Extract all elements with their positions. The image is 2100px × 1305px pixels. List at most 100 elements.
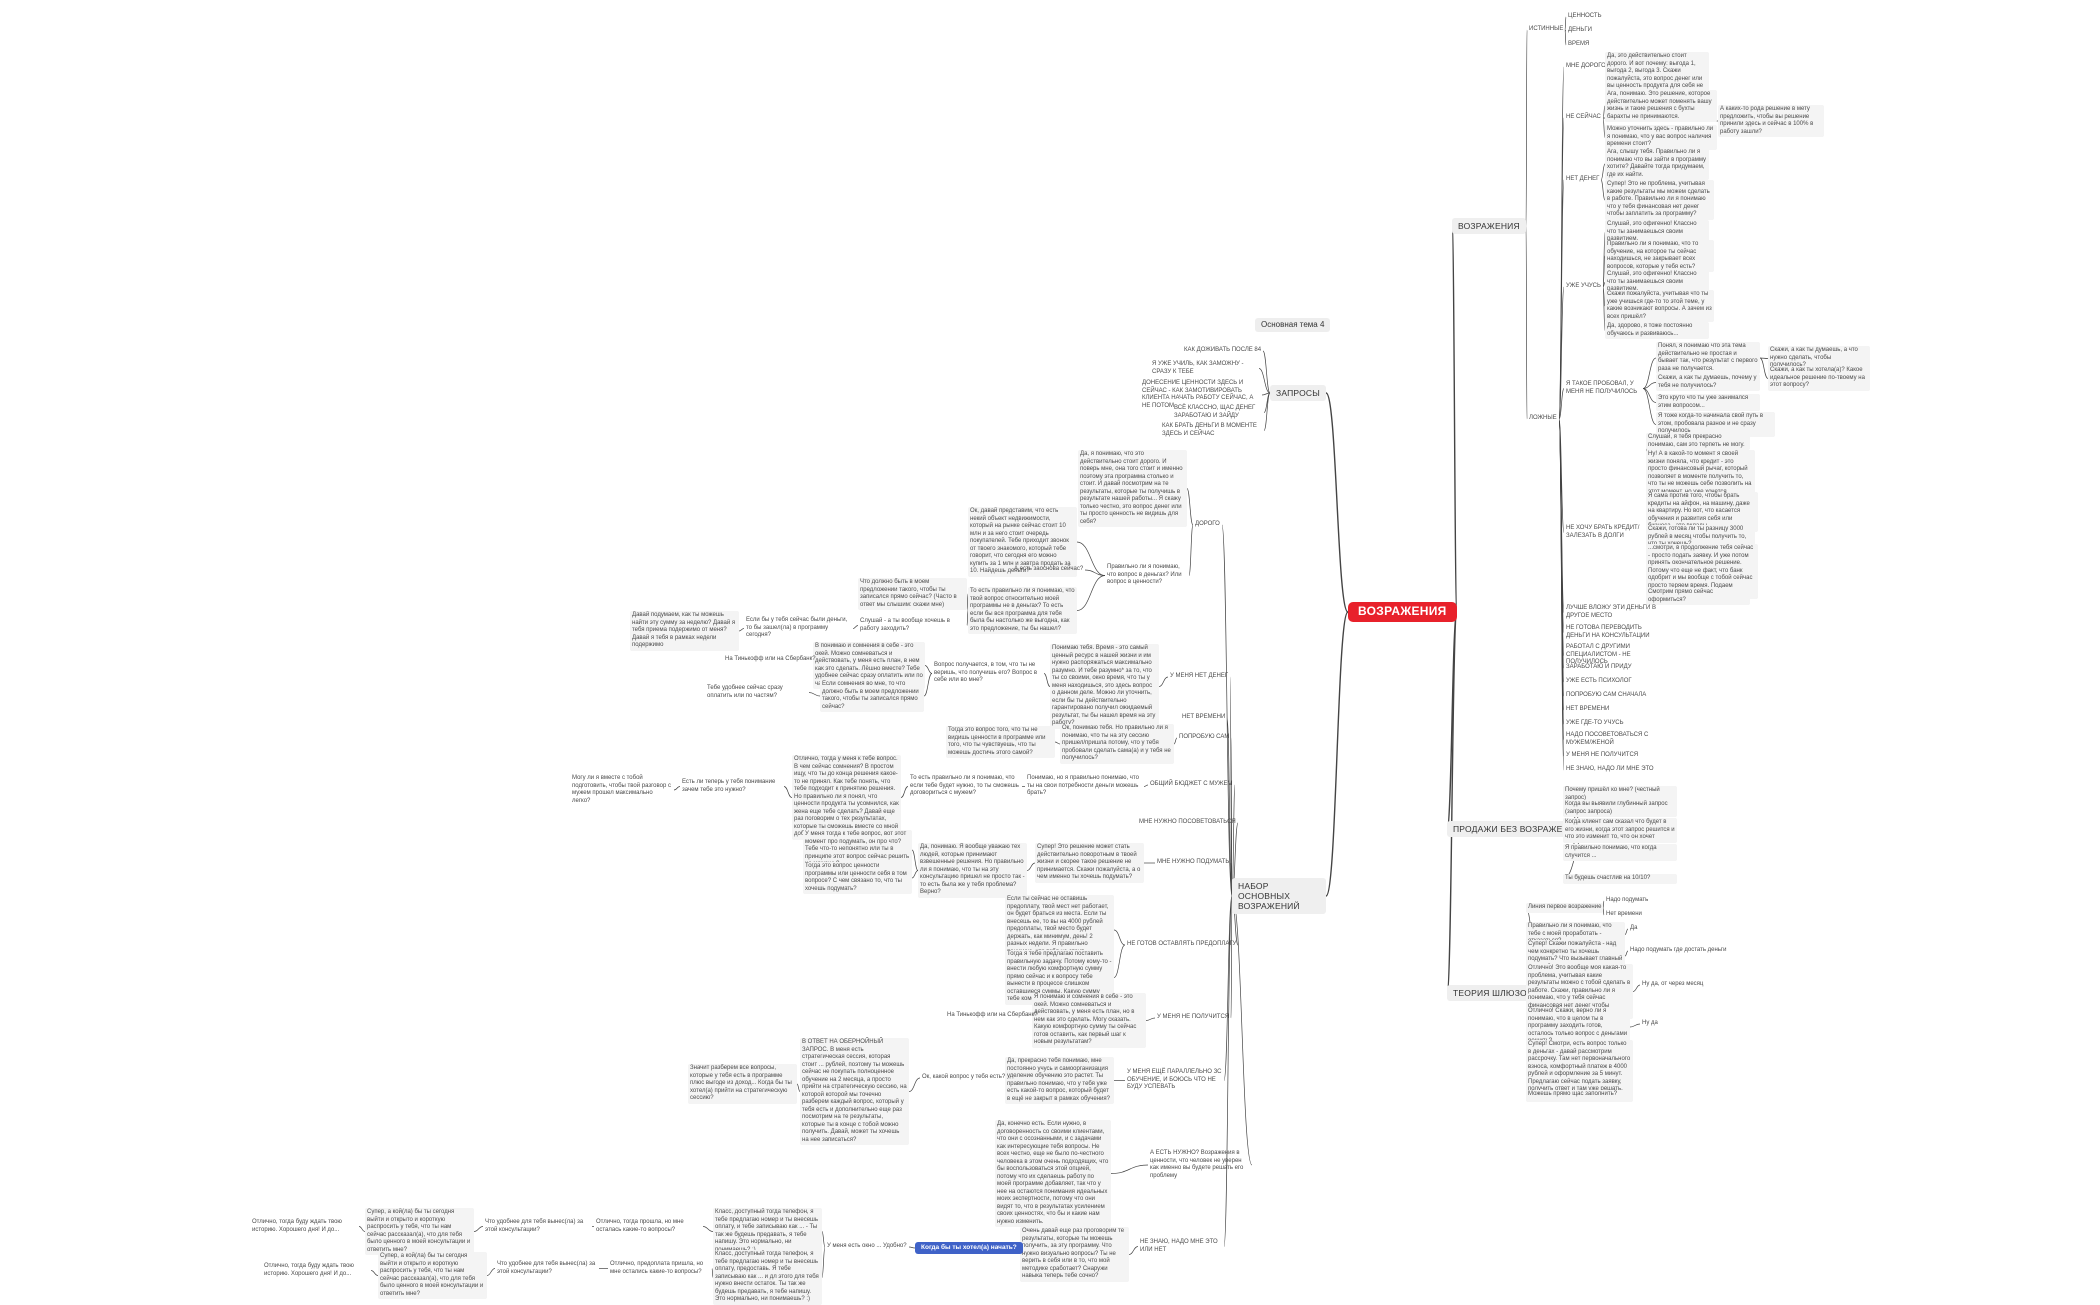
node-g1[interactable]: Линия первое возражение: [1526, 903, 1604, 913]
node-main-set[interactable]: НАБОР ОСНОВНЫХ ВОЗРАЖЕНИЙ: [1232, 878, 1326, 914]
node-q2[interactable]: Я УЖЕ УЧИЛЬ, КАК ЗАМОЖНУ - СРАЗУ К ТЕБЕ: [1152, 361, 1244, 375]
node-w-a5[interactable]: Супер, а кой(ла) бы ты сегодня выйти и о…: [365, 1208, 474, 1255]
node-w-a4[interactable]: Что удобнее для тебя вынес(ла) за этой к…: [485, 1219, 584, 1233]
node-nomoney-a1[interactable]: Ага, слышу тебя. Правильно ли я понимаю …: [1605, 148, 1709, 180]
node-notnow[interactable]: НЕ СЕЙЧАС: [1566, 114, 1601, 120]
node-g1b[interactable]: Нет времени: [1606, 911, 1642, 917]
node-exp-a6[interactable]: Что должно быть в моем предложении таког…: [858, 578, 967, 610]
node-f11[interactable]: НЕ ЗНАЮ, НАДО ЛИ МНЕ ЭТО: [1566, 766, 1654, 772]
node-f7[interactable]: НЕТ ВРЕМЕНИ: [1566, 706, 1610, 712]
node-g5[interactable]: Отлично! Скажи, верно ли я понимаю, что …: [1526, 1007, 1630, 1047]
central-topic[interactable]: ВОЗРАЖЕНИЯ: [1348, 602, 1457, 622]
node-notnow-a2[interactable]: Можно уточнить здесь - правильно ли я по…: [1605, 125, 1717, 150]
node-wontwork[interactable]: У МЕНЯ НЕ ПОЛУЧИТСЯ: [1157, 1014, 1230, 1020]
node-credit-a2[interactable]: Ну! А в какой-то момент я своей жизни по…: [1646, 450, 1755, 497]
node-parallel[interactable]: У МЕНЯ ЕЩЁ ПАРАЛЛЕЛЬНО ЗС ОБУЧЕНИЕ, И БО…: [1127, 1069, 1222, 1090]
node-self-a1[interactable]: Ок, понимаю тебя. Но правильно ли я пони…: [1060, 724, 1174, 764]
node-tried-a1[interactable]: Понял, я понимаю что эта тема действител…: [1656, 342, 1760, 374]
node-f10[interactable]: У МЕНЯ НЕ ПОЛУЧИТСЯ: [1566, 752, 1639, 758]
node-tried[interactable]: Я ТАКОЕ ПРОБОВАЛ, У МЕНЯ НЕ ПОЛУЧИЛОСЬ: [1566, 381, 1638, 395]
node-think[interactable]: МНЕ НУЖНО ПОДУМАТЬ: [1157, 859, 1230, 865]
node-studying-a5[interactable]: Да, здорово, я тоже постоянно обучаюсь и…: [1605, 322, 1709, 339]
node-f9[interactable]: НАДО ПОСОВЕТОВАТЬСЯ С МУЖЕМ/ЖЕНОЙ: [1566, 732, 1649, 746]
node-w-a1[interactable]: У меня есть окно ... Удобно?: [827, 1243, 907, 1249]
node-ww-a2[interactable]: На Тинькофф или на Сбербанк?: [947, 1012, 1038, 1018]
node-exp-a9[interactable]: Давай подумаем, как ты можешь найти эту …: [630, 611, 739, 651]
node-w-a8[interactable]: Отлично, предоплата пришла, но мне остал…: [610, 1261, 704, 1275]
node-w-a6[interactable]: Отлично, тогда буду ждать твою историю. …: [252, 1219, 342, 1233]
node-expensive[interactable]: ДОРОГО: [1195, 521, 1220, 527]
node-exp-a3[interactable]: А есть заоснова сейчас?: [1014, 566, 1084, 572]
node-think-a1[interactable]: Супер! Это решение может стать действите…: [1035, 843, 1144, 883]
node-f1[interactable]: ЛУЧШЕ ВЛОЖУ ЭТИ ДЕНЬГИ В ДРУГОЕ МЕСТО: [1566, 605, 1656, 619]
node-ww-a1[interactable]: Я понимаю и сомнения в себе - это окей. …: [1032, 993, 1146, 1048]
node-s4[interactable]: Я правильно понимаю, что когда случится …: [1563, 844, 1677, 861]
node-f6[interactable]: ПОПРОБУЮ САМ СНАЧАЛА: [1566, 692, 1647, 698]
node-nm-a6[interactable]: Тебе удобнее сейчас сразу оплатить или п…: [707, 685, 783, 699]
node-sales[interactable]: ПРОДАЖИ БЕЗ ВОЗРАЖЕНИЙ: [1447, 821, 1588, 837]
floating-topic[interactable]: Основная тема 4: [1255, 318, 1331, 332]
node-g4a[interactable]: Ну да, от через месяц: [1642, 981, 1704, 987]
node-credit-a6[interactable]: Смотрим прямо сейчас оформиться?: [1646, 588, 1750, 605]
node-s1[interactable]: Почему пришёл ко мне? (честный запрос): [1563, 786, 1677, 803]
node-dk2[interactable]: НЕ ЗНАЮ, НАДО МНЕ ЭТО ИЛИ НЕТ: [1140, 1239, 1218, 1253]
node-q4[interactable]: ВСЁ КЛАССНО, ЩАС ДЕНЕГ ЗАРАБОТАЮ И ЗАЙДУ: [1174, 405, 1256, 419]
node-f3[interactable]: РАБОТАЛ С ДРУГИМИ СПЕЦИАЛИСТОМ - НЕ ПОЛУ…: [1566, 644, 1631, 665]
node-objections[interactable]: ВОЗРАЖЕНИЯ: [1452, 218, 1526, 234]
node-nomoney2[interactable]: У МЕНЯ НЕТ ДЕНЕГ: [1170, 673, 1229, 679]
node-think-a2[interactable]: Да, понимаю. Я вообще уважаю тех людей, …: [918, 843, 1027, 898]
node-self-a2[interactable]: Тогда это вопрос того, что ты не видишь …: [946, 726, 1055, 758]
node-exp-a7[interactable]: Слушай - а ты вообще хочешь в работу зах…: [860, 618, 950, 632]
node-par-a1[interactable]: Да, прекрасно тебя понимаю, мне постоянн…: [1005, 1057, 1114, 1104]
node-w-a11[interactable]: Отлично, тогда буду ждать твою историю. …: [264, 1263, 354, 1277]
node-f5[interactable]: УЖЕ ЕСТЬ ПСИХОЛОГ: [1566, 678, 1632, 684]
node-credit[interactable]: НЕ ХОЧУ БРАТЬ КРЕДИТ/ЗАЛЕЗАТЬ В ДОЛГИ: [1566, 525, 1640, 539]
node-notnow-a3[interactable]: А каких-то рода решение в мету предложит…: [1718, 105, 1824, 137]
node-notnow-a1[interactable]: Ага, понимаю. Это решение, которое дейст…: [1605, 90, 1717, 122]
node-credit-a1[interactable]: Слушай, я тебя прекрасно понимаю, сам эт…: [1646, 433, 1750, 450]
node-t2[interactable]: ДЕНЬГИ: [1568, 27, 1592, 33]
node-w-a7[interactable]: Класс, доступный тогда телефон, я тебе п…: [713, 1250, 822, 1305]
node-q1[interactable]: КАК ДОЖИВАТЬ ПОСЛЕ 84: [1184, 347, 1262, 353]
node-w-a10[interactable]: Супер, а кой(ла) бы ты сегодня выйти и о…: [378, 1252, 487, 1299]
node-exp-a4[interactable]: Правильно ли я понимаю, что вопрос в ден…: [1107, 564, 1182, 585]
node-q3[interactable]: ДОНЕСЕНИЕ ЦЕННОСТИ ЗДЕСЬ И СЕЙЧАС - КАК …: [1142, 380, 1254, 409]
node-s5[interactable]: Ты будешь счастлив на 10/10?: [1563, 874, 1677, 884]
node-g5a[interactable]: Ну да: [1642, 1020, 1658, 1026]
node-exp-a2[interactable]: Ок, давай представим, что есть некий объ…: [968, 507, 1077, 577]
node-false-obj[interactable]: ЛОЖНЫЕ: [1529, 415, 1557, 421]
node-nm-a5[interactable]: На Тинькофф или на Сбербанк?: [725, 656, 816, 662]
node-nm-a4[interactable]: Если сомнения во мне, то что должно быть…: [820, 680, 924, 712]
node-h-a2[interactable]: То есть правильно ли я понимаю, что если…: [910, 775, 1019, 796]
node-nomoney[interactable]: НЕТ ДЕНЕГ: [1566, 176, 1600, 182]
node-gateways[interactable]: ТЕОРИЯ ШЛЮЗОВ: [1447, 985, 1539, 1001]
node-queries[interactable]: ЗАПРОСЫ: [1270, 385, 1326, 401]
node-q5[interactable]: КАК БРАТЬ ДЕНЬГИ В МОМЕНТЕ ЗДЕСЬ И СЕЙЧА…: [1162, 423, 1257, 437]
node-par-a4[interactable]: Значит разберем все вопросы, которые у т…: [688, 1064, 797, 1104]
node-self[interactable]: ПОПРОБУЮ САМ: [1179, 734, 1230, 740]
node-nm-a2[interactable]: Вопрос получается, в том, что ты не вери…: [934, 662, 1038, 683]
node-f2[interactable]: НЕ ГОТОВА ПЕРЕВОДИТЬ ДЕНЬГИ НА КОНСУЛЬТА…: [1566, 625, 1650, 639]
node-exp-a5[interactable]: То есть правильно ли я понимаю, что твой…: [968, 587, 1077, 634]
node-w-a9[interactable]: Что удобнее для тебя вынес(ла) за этой к…: [497, 1261, 596, 1275]
node-w-a2[interactable]: Класс, доступный тогда телефон, я тебе п…: [713, 1208, 822, 1255]
node-dk2-a1[interactable]: Очень давай еще раз проговорим те резуль…: [1020, 1227, 1129, 1282]
node-notready[interactable]: НЕ ГОТОВ ОСТАВЛЯТЬ ПРЕДОПЛАТУ: [1127, 941, 1237, 947]
node-studying-a2[interactable]: Правильно ли я понимаю, что то обучение,…: [1605, 240, 1714, 272]
node-tried-a3[interactable]: Скажи, а как ты думаешь, почему у тебя н…: [1656, 374, 1760, 391]
node-par-a2[interactable]: Ок, какой вопрос у тебя есть?: [922, 1074, 1006, 1080]
node-h-a1[interactable]: Понимаю, но я правильно понимаю, что ты …: [1027, 775, 1139, 796]
node-dontknow[interactable]: А ЕСТЬ НУЖНО? Возражения в ценности, что…: [1150, 1150, 1244, 1179]
node-s3[interactable]: Когда клиент сам сказал что будет в его …: [1563, 818, 1677, 843]
node-h-a5[interactable]: Могу ли я вместе с тобой подготовить, чт…: [572, 775, 671, 804]
node-g7[interactable]: Можешь прямо щас заполнить?: [1526, 1090, 1620, 1100]
node-t1[interactable]: ЦЕННОСТЬ: [1568, 13, 1602, 19]
node-f4[interactable]: ЗАРАБОТАЮ И ПРИДУ: [1566, 664, 1632, 670]
node-consult[interactable]: МНЕ НУЖНО ПОСОВЕТОВАТЬСЯ: [1139, 819, 1236, 825]
node-tried-a6[interactable]: Я тоже когда-то начинала свой путь в это…: [1656, 412, 1775, 437]
node-tried-a5[interactable]: Это круто что ты уже занимался этим вопр…: [1656, 394, 1760, 411]
node-nomoney-a2[interactable]: Супер! Это не проблема, учитывая какие р…: [1605, 180, 1714, 220]
node-nm-a1[interactable]: Понимаю тебя. Время - это самый ценный р…: [1050, 644, 1159, 729]
node-h-a3[interactable]: Отлично, тогда у меня к тебе вопрос. В ч…: [792, 755, 901, 840]
